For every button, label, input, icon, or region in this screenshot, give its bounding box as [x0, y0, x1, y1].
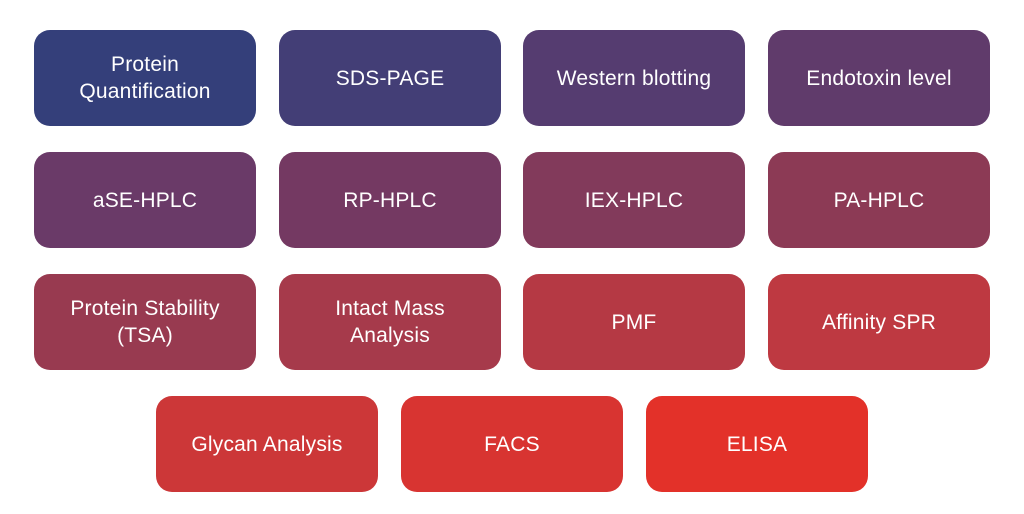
box-facs: FACS	[401, 396, 623, 492]
box-label: ELISA	[726, 432, 788, 456]
box-affinity-spr: Affinity SPR	[768, 274, 990, 370]
box-protein-quantification: Protein Quantification	[34, 30, 256, 126]
box-intact-mass-analysis: Intact Mass Analysis	[279, 274, 501, 370]
box-label: PA-HPLC	[833, 188, 925, 212]
box-pmf: PMF	[523, 274, 745, 370]
box-label: Intact Mass Analysis	[335, 297, 445, 347]
box-protein-stability: Protein Stability (TSA)	[34, 274, 256, 370]
box-elisa: ELISA	[646, 396, 868, 492]
box-label: PMF	[611, 310, 657, 334]
box-label: Glycan Analysis	[191, 432, 343, 456]
box-label: Protein Stability (TSA)	[70, 297, 220, 347]
box-label: RP-HPLC	[343, 188, 437, 212]
box-label: Endotoxin level	[806, 66, 952, 90]
box-label: SDS-PAGE	[335, 66, 445, 90]
box-endotoxin-level: Endotoxin level	[768, 30, 990, 126]
box-label: Protein Quantification	[79, 53, 211, 103]
box-iex-hplc: IEX-HPLC	[523, 152, 745, 248]
box-ase-hplc: aSE-HPLC	[34, 152, 256, 248]
box-western-blotting: Western blotting	[523, 30, 745, 126]
box-label: Affinity SPR	[821, 310, 937, 334]
box-label: FACS	[484, 432, 540, 456]
box-label: Western blotting	[556, 66, 712, 90]
box-glycan-analysis: Glycan Analysis	[156, 396, 378, 492]
box-label: aSE-HPLC	[92, 188, 198, 212]
box-sds-page: SDS-PAGE	[279, 30, 501, 126]
box-label: IEX-HPLC	[584, 188, 684, 212]
box-pa-hplc: PA-HPLC	[768, 152, 990, 248]
box-rp-hplc: RP-HPLC	[279, 152, 501, 248]
